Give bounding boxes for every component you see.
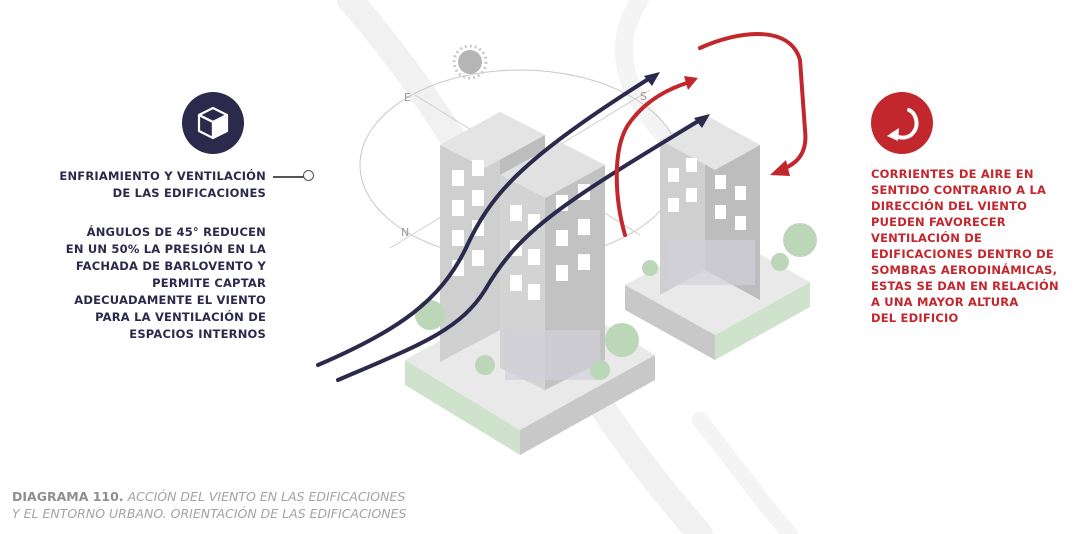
caption-line-1: DIAGRAMA 110. ACCIÓN DEL VIENTO EN LAS E… bbox=[12, 488, 572, 505]
sun-icon bbox=[452, 44, 488, 80]
caption-text-1: ACCIÓN DEL VIENTO EN LAS EDIFICACIONES bbox=[127, 489, 406, 504]
compass-north: N bbox=[401, 226, 409, 239]
left-body-line: EN UN 50% LA PRESIÓN EN LA bbox=[65, 242, 266, 256]
right-building bbox=[625, 115, 817, 360]
left-body-line: PARA LA VENTILACIÓN DE bbox=[95, 310, 266, 324]
figure-caption: DIAGRAMA 110. ACCIÓN DEL VIENTO EN LAS E… bbox=[12, 488, 572, 522]
wind-arrow-head-2 bbox=[694, 114, 710, 128]
return-badge bbox=[871, 92, 933, 154]
right-body-line: DEL EDIFICIO bbox=[871, 311, 959, 325]
right-body-line: EDIFICACIONES DENTRO DE bbox=[871, 247, 1054, 261]
loop-arrow-head-2 bbox=[684, 76, 698, 90]
left-heading-line: DE LAS EDIFICACIONES bbox=[112, 186, 266, 200]
cube-badge bbox=[182, 92, 244, 154]
cube-icon bbox=[197, 106, 229, 140]
connector-line bbox=[273, 176, 305, 178]
right-body-line: VENTILACIÓN DE bbox=[871, 231, 983, 245]
compass-south: S bbox=[640, 90, 647, 103]
right-body-line: DIRECCIÓN DEL VIENTO bbox=[871, 199, 1028, 213]
right-body-line: PUEDEN FAVORECER bbox=[871, 215, 1006, 229]
left-body-line: ESPACIOS INTERNOS bbox=[129, 327, 266, 341]
loop-arrow-head-1 bbox=[770, 160, 790, 176]
left-body-line: ÁNGULOS DE 45° REDUCEN bbox=[86, 225, 266, 239]
right-body-line: SOMBRAS AERODINÁMICAS, bbox=[871, 263, 1058, 277]
right-body-line: ESTAS SE DAN EN RELACIÓN bbox=[871, 279, 1059, 293]
recirculation-loop bbox=[614, 32, 808, 237]
right-body-line: CORRIENTES DE AIRE EN bbox=[871, 167, 1034, 181]
caption-label: DIAGRAMA 110. bbox=[12, 489, 124, 504]
left-body-text: ÁNGULOS DE 45° REDUCEN EN UN 50% LA PRES… bbox=[30, 224, 266, 343]
right-body-text: CORRIENTES DE AIRE EN SENTIDO CONTRARIO … bbox=[871, 166, 1071, 326]
wind-arrow-head-1 bbox=[644, 72, 660, 86]
caption-text-2: Y EL ENTORNO URBANO. ORIENTACIÓN DE LAS … bbox=[12, 506, 407, 521]
left-heading: ENFRIAMIENTO Y VENTILACIÓN DE LAS EDIFIC… bbox=[30, 168, 266, 202]
return-arrow-icon bbox=[887, 108, 919, 141]
right-body-line: A UNA MAYOR ALTURA bbox=[871, 295, 1019, 309]
wind-arrows bbox=[316, 76, 702, 382]
right-body-line: SENTIDO CONTRARIO A LA bbox=[871, 183, 1047, 197]
left-body-line: PERMITE CAPTAR bbox=[152, 276, 266, 290]
compass-east: E bbox=[404, 91, 411, 104]
left-body-line: FACHADA DE BARLOVENTO Y bbox=[75, 259, 266, 273]
left-heading-line: ENFRIAMIENTO Y VENTILACIÓN bbox=[59, 169, 266, 183]
connector-dot bbox=[303, 170, 314, 181]
left-body-line: ADECUADAMENTE EL VIENTO bbox=[74, 293, 266, 307]
